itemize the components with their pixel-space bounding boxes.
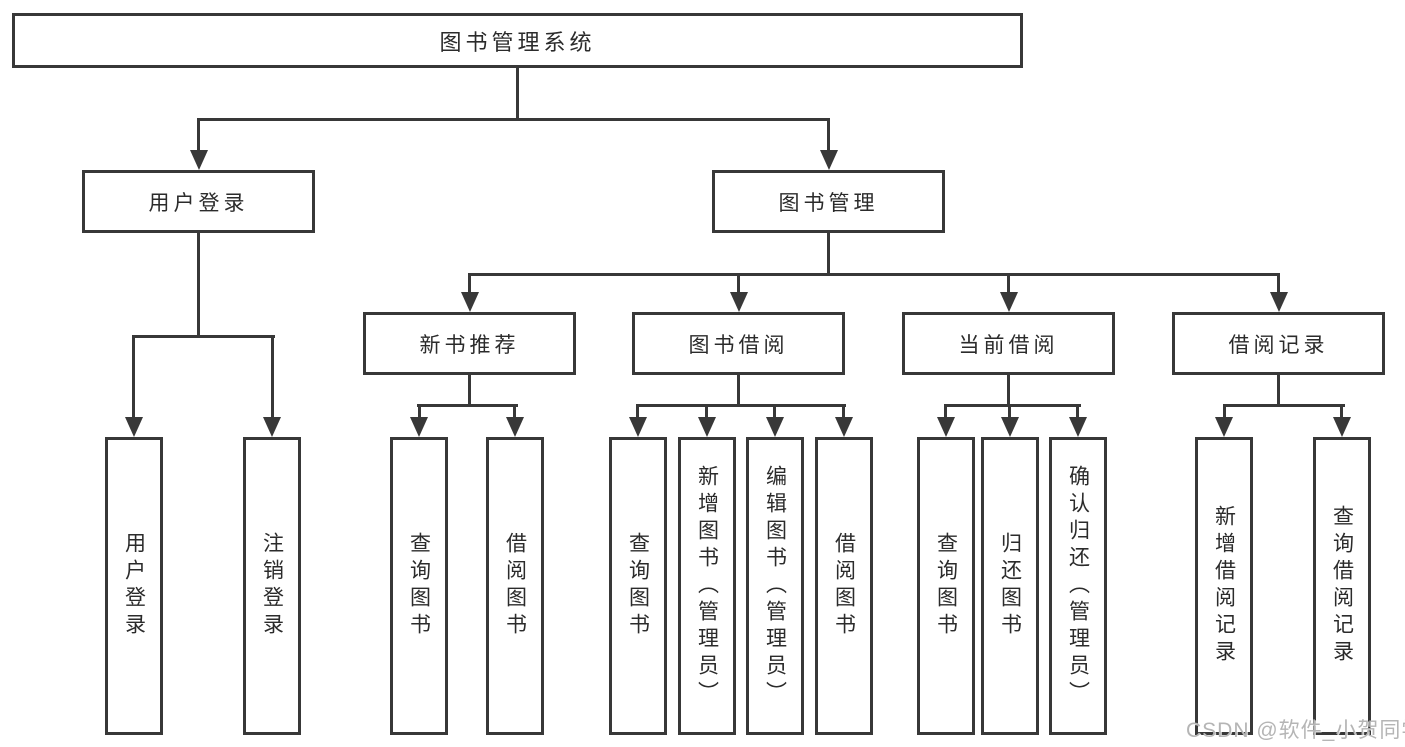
arrow-down-icon	[263, 417, 281, 437]
arrow-down-icon	[698, 417, 716, 437]
leaf-label: 归还图书	[998, 532, 1022, 640]
arrow-down-icon	[1215, 417, 1233, 437]
leaf-confirm-return-admin: 确认归还（管理员）	[1049, 437, 1107, 735]
leaf-logout: 注销登录	[243, 437, 301, 735]
leaf-query-borrow-record: 查询借阅记录	[1313, 437, 1371, 735]
node-book-borrowing: 图书借阅	[632, 312, 845, 375]
connector-line	[636, 404, 639, 419]
arrow-down-icon	[766, 417, 784, 437]
connector-line	[1008, 404, 1011, 419]
leaf-label: 编辑图书（管理员）	[763, 464, 787, 708]
connector-line	[705, 404, 708, 419]
connector-line	[197, 118, 200, 152]
connector-line	[468, 375, 471, 406]
leaf-add-books-admin: 新增图书（管理员）	[678, 437, 736, 735]
arrow-down-icon	[730, 292, 748, 312]
leaf-return-books: 归还图书	[981, 437, 1039, 735]
connector-line	[737, 273, 740, 294]
connector-line	[468, 273, 471, 294]
connector-line	[827, 118, 830, 152]
connector-line	[418, 404, 421, 419]
arrow-down-icon	[629, 417, 647, 437]
leaf-label: 查询借阅记录	[1330, 505, 1354, 667]
node-book-management: 图书管理	[712, 170, 945, 233]
leaf-query-books-borrow: 查询图书	[609, 437, 667, 735]
arrow-down-icon	[1000, 292, 1018, 312]
leaf-label: 查询图书	[626, 532, 650, 640]
arrow-down-icon	[1069, 417, 1087, 437]
connector-line	[197, 233, 200, 337]
arrow-down-icon	[461, 292, 479, 312]
connector-line	[827, 233, 830, 275]
connector-line	[944, 404, 1081, 407]
connector-line	[132, 335, 135, 419]
connector-line	[1223, 404, 1345, 407]
leaf-label: 新增图书（管理员）	[695, 464, 719, 708]
leaf-label: 新增借阅记录	[1212, 505, 1236, 667]
connector-line	[1277, 273, 1280, 294]
connector-line	[513, 404, 516, 419]
leaf-label: 借阅图书	[503, 532, 527, 640]
leaf-label: 查询图书	[407, 532, 431, 640]
connector-line	[197, 118, 830, 121]
connector-line	[1277, 375, 1280, 406]
leaf-user-login: 用户登录	[105, 437, 163, 735]
node-new-book-recommendation: 新书推荐	[363, 312, 576, 375]
node-borrowing-records: 借阅记录	[1172, 312, 1385, 375]
node-user-login: 用户登录	[82, 170, 315, 233]
arrow-down-icon	[937, 417, 955, 437]
leaf-add-borrow-record: 新增借阅记录	[1195, 437, 1253, 735]
leaf-label: 查询图书	[934, 532, 958, 640]
arrow-down-icon	[835, 417, 853, 437]
leaf-label: 借阅图书	[832, 532, 856, 640]
leaf-borrow-books-recommend: 借阅图书	[486, 437, 544, 735]
connector-line	[1007, 375, 1010, 406]
leaf-query-books-recommend: 查询图书	[390, 437, 448, 735]
arrow-down-icon	[1270, 292, 1288, 312]
connector-line	[1223, 404, 1226, 419]
leaf-label: 用户登录	[122, 532, 146, 640]
connector-line	[468, 273, 1280, 276]
node-library-management-system: 图书管理系统	[12, 13, 1023, 68]
connector-line	[944, 404, 947, 419]
leaf-label: 注销登录	[260, 532, 284, 640]
leaf-label: 确认归还（管理员）	[1066, 464, 1090, 708]
csdn-watermark: CSDN @软件_小贺同学	[1186, 719, 1405, 742]
arrow-down-icon	[820, 150, 838, 170]
arrow-down-icon	[1333, 417, 1351, 437]
leaf-query-books-current: 查询图书	[917, 437, 975, 735]
connector-line	[1007, 273, 1010, 294]
arrow-down-icon	[190, 150, 208, 170]
connector-line	[842, 404, 845, 419]
connector-line	[271, 335, 274, 419]
leaf-edit-books-admin: 编辑图书（管理员）	[746, 437, 804, 735]
connector-line	[132, 335, 275, 338]
connector-line	[417, 404, 518, 407]
arrow-down-icon	[125, 417, 143, 437]
arrow-down-icon	[1001, 417, 1019, 437]
node-current-borrowing: 当前借阅	[902, 312, 1115, 375]
connector-line	[636, 404, 846, 407]
arrow-down-icon	[506, 417, 524, 437]
connector-line	[516, 68, 519, 120]
arrow-down-icon	[410, 417, 428, 437]
connector-line	[773, 404, 776, 419]
connector-line	[1340, 404, 1343, 419]
connector-line	[1076, 404, 1079, 419]
connector-line	[737, 375, 740, 406]
leaf-borrow-books: 借阅图书	[815, 437, 873, 735]
